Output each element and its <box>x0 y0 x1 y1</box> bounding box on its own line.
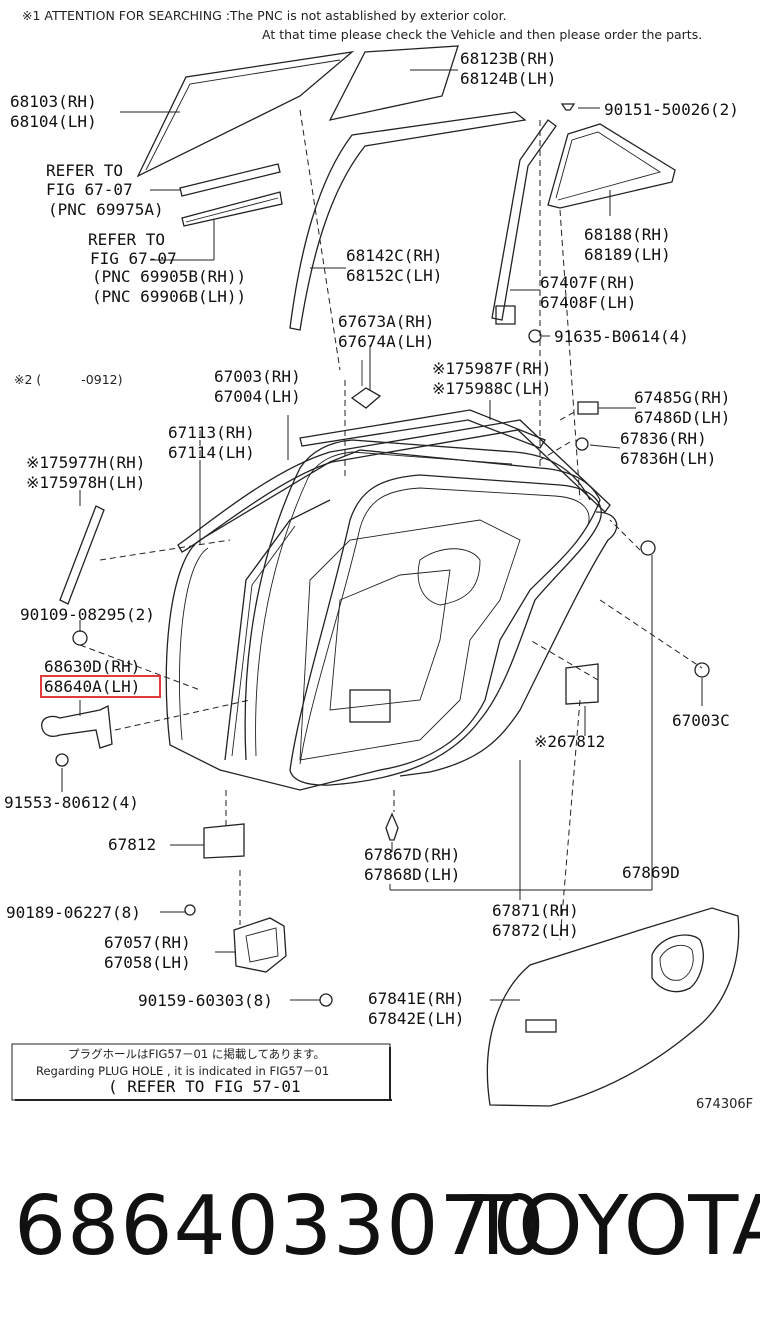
label-67486d[interactable]: 67486D(LH) <box>634 408 730 427</box>
label-67407f[interactable]: 67407F(RH) <box>540 273 636 292</box>
door-inner-structure <box>299 519 521 761</box>
label-67003c[interactable]: 67003C <box>672 711 730 730</box>
refer-note-2b[interactable]: FIG 67-07 <box>90 249 177 268</box>
lock-assembly-part[interactable] <box>184 904 333 1007</box>
label-68142c[interactable]: 68142C(RH) <box>346 246 442 265</box>
plug-note-en: Regarding PLUG HOLE , it is indicated in… <box>36 1064 329 1078</box>
belt-weatherstrip-left[interactable] <box>59 505 105 605</box>
brand-name: TOYOTA <box>468 1179 760 1274</box>
door-glass-part[interactable] <box>136 51 355 178</box>
rear-door-panel[interactable] <box>165 449 601 791</box>
label-68124b[interactable]: 68124B(LH) <box>460 69 556 88</box>
label-67058[interactable]: 67058(LH) <box>104 953 191 972</box>
label-90151[interactable]: 90151-50026(2) <box>604 100 739 119</box>
date-note: ※2 (-0912) <box>14 372 122 387</box>
label-67841e[interactable]: 67841E(RH) <box>368 989 464 1008</box>
window-frame-rear[interactable] <box>289 111 527 331</box>
label-67485g[interactable]: 67485G(RH) <box>634 388 730 407</box>
plug-hole-notice: プラグホールはFIG57－01 に掲載してあります。 Regarding PLU… <box>11 1043 392 1101</box>
label-67872[interactable]: 67872(LH) <box>492 921 579 940</box>
bolt-icon[interactable] <box>528 329 550 343</box>
label-67868d[interactable]: 67868D(LH) <box>364 865 460 884</box>
door-check-part[interactable] <box>41 630 113 767</box>
label-67871[interactable]: 67871(RH) <box>492 901 579 920</box>
door-weatherstrip[interactable] <box>289 474 602 786</box>
label-68123b[interactable]: 68123B(RH) <box>460 49 556 68</box>
weatherstrip-refer-1[interactable] <box>179 163 281 197</box>
refer-note-2a: REFER TO <box>88 230 165 249</box>
label-68104[interactable]: 68104(LH) <box>10 112 97 131</box>
label-90109[interactable]: 90109-08295(2) <box>20 605 155 624</box>
attention-note-line1: ※1 ATTENTION FOR SEARCHING :The PNC is n… <box>22 8 507 23</box>
label-75987f[interactable]: ※175987F(RH) <box>432 359 551 378</box>
label-67867d[interactable]: 67867D(RH) <box>364 845 460 864</box>
label-67673a[interactable]: 67673A(RH) <box>338 312 434 331</box>
label-67836h[interactable]: 67836H(LH) <box>620 449 716 468</box>
division-bar-part[interactable] <box>491 119 557 325</box>
plug-note-jp: プラグホールはFIG57－01 に掲載してあります。 <box>68 1047 325 1061</box>
refer-note-1a: REFER TO <box>46 161 123 180</box>
label-67004[interactable]: 67004(LH) <box>214 387 301 406</box>
door-trim-panel[interactable] <box>486 907 740 1107</box>
label-67869d[interactable]: 67869D <box>622 863 680 882</box>
plug-note-refer[interactable]: ( REFER TO FIG 57-01 <box>108 1077 301 1096</box>
plug-67485g[interactable] <box>577 401 599 415</box>
weatherstrip-outer[interactable] <box>177 419 611 553</box>
label-67812[interactable]: 67812 <box>108 835 156 854</box>
quarter-glass-part[interactable] <box>328 45 459 121</box>
pad-67812-lower[interactable] <box>203 823 245 859</box>
label-67842e[interactable]: 67842E(LH) <box>368 1009 464 1028</box>
part-number: 6864033070 <box>14 1179 546 1274</box>
label-68152c[interactable]: 68152C(LH) <box>346 266 442 285</box>
label-90159[interactable]: 90159-60303(8) <box>138 991 273 1010</box>
quarter-window-part[interactable] <box>547 123 676 209</box>
label-91553[interactable]: 91553-80612(4) <box>4 793 139 812</box>
label-68640a[interactable]: 68640A(LH) <box>44 677 140 696</box>
label-67836[interactable]: 67836(RH) <box>620 429 707 448</box>
attention-note-line2: At that time please check the Vehicle an… <box>262 27 702 42</box>
label-67408f[interactable]: 67408F(LH) <box>540 293 636 312</box>
screw-icon[interactable] <box>560 103 600 111</box>
label-67057[interactable]: 67057(RH) <box>104 933 191 952</box>
grommet-67003c[interactable] <box>640 540 710 678</box>
label-68103[interactable]: 68103(RH) <box>10 92 97 111</box>
label-67114[interactable]: 67114(LH) <box>168 443 255 462</box>
label-75988c[interactable]: ※175988C(LH) <box>432 379 551 398</box>
plug-67836[interactable] <box>575 437 589 451</box>
refer-note-1c: (PNC 69975A) <box>48 200 164 219</box>
label-75978h[interactable]: ※175978H(LH) <box>26 473 145 492</box>
figure-code: 674306F <box>696 1097 753 1112</box>
refer-note-2c: (PNC 69905B(RH)) <box>92 267 246 286</box>
rear-door-run-part[interactable] <box>399 511 618 777</box>
label-67812-right[interactable]: ※267812 <box>534 732 605 751</box>
label-67003[interactable]: 67003(RH) <box>214 367 301 386</box>
label-68189[interactable]: 68189(LH) <box>584 245 671 264</box>
clip-icon[interactable] <box>350 360 382 409</box>
label-67113[interactable]: 67113(RH) <box>168 423 255 442</box>
label-67674a[interactable]: 67674A(LH) <box>338 332 434 351</box>
label-90189[interactable]: 90189-06227(8) <box>6 903 141 922</box>
label-75977h[interactable]: ※175977H(RH) <box>26 453 145 472</box>
pad-67812-right[interactable] <box>565 663 599 705</box>
label-68630d[interactable]: 68630D(RH) <box>44 657 140 676</box>
refer-note-2d: (PNC 69906B(LH)) <box>92 287 246 306</box>
weatherstrip-refer-2[interactable] <box>181 191 283 227</box>
part-labels: 68123B(RH) 68124B(LH) 68103(RH) 68104(LH… <box>4 49 739 1028</box>
label-91635[interactable]: 91635-B0614(4) <box>554 327 689 346</box>
clip-67867d[interactable] <box>385 812 399 841</box>
leader-lines <box>61 69 703 1001</box>
refer-note-1b[interactable]: FIG 67-07 <box>46 180 133 199</box>
label-68188[interactable]: 68188(RH) <box>584 225 671 244</box>
belt-molding-part[interactable] <box>299 409 546 449</box>
highlight-box <box>40 675 161 698</box>
